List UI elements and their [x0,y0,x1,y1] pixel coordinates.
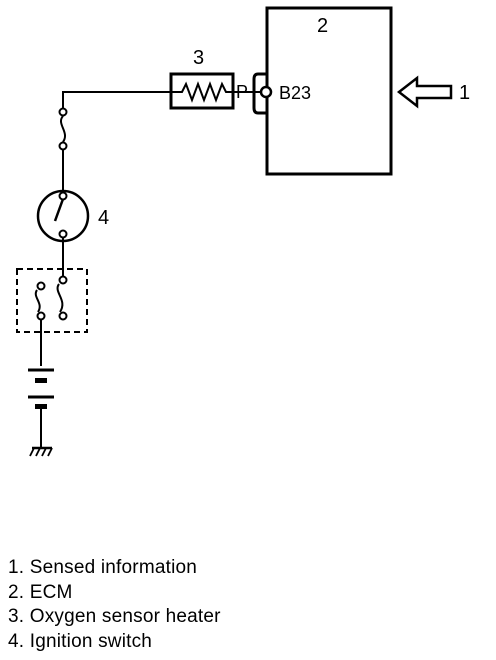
arrow-left-icon: 1 [396,75,470,109]
legend-item: 4. Ignition switch [8,630,221,655]
wiring-diagram: 2 B23 1 3 P 4 [16,6,470,457]
legend-number: 2. [8,581,25,603]
legend-number: 4. [8,630,25,652]
battery-icon [28,368,54,409]
ecm-connector: B23 [252,72,311,115]
legend-item: 1. Sensed information [8,556,221,581]
legend-text: Ignition switch [29,630,153,652]
ignition-switch-icon: 4 [36,189,109,243]
fuse-icon [58,107,68,151]
legend-item: 2. ECM [8,581,221,606]
legend-number: 1. [8,557,25,578]
relay-box-icon [16,268,88,334]
legend-item: 3. Oxygen sensor heater [8,605,221,630]
terminal-label: B23 [279,83,311,103]
legend-text: Oxygen sensor heater [29,606,221,627]
legend-list: 1. Sensed information 2. ECM 3. Oxygen s… [8,556,221,654]
pin-label: P [236,82,248,102]
wire-heater-fuse [62,91,171,108]
resistor-icon [172,81,232,103]
oxygen-sensor-heater: 3 [169,47,235,110]
sensed-info-callout: 1 [459,82,470,104]
terminal-b23-pin [259,85,273,99]
legend-number: 3. [8,606,25,627]
heater-callout: 3 [193,47,204,69]
ground-icon [29,446,53,457]
legend-text: ECM [29,581,73,603]
ignition-switch-callout: 4 [98,207,109,229]
legend-text: Sensed information [29,557,198,578]
ecm-callout: 2 [317,15,328,37]
